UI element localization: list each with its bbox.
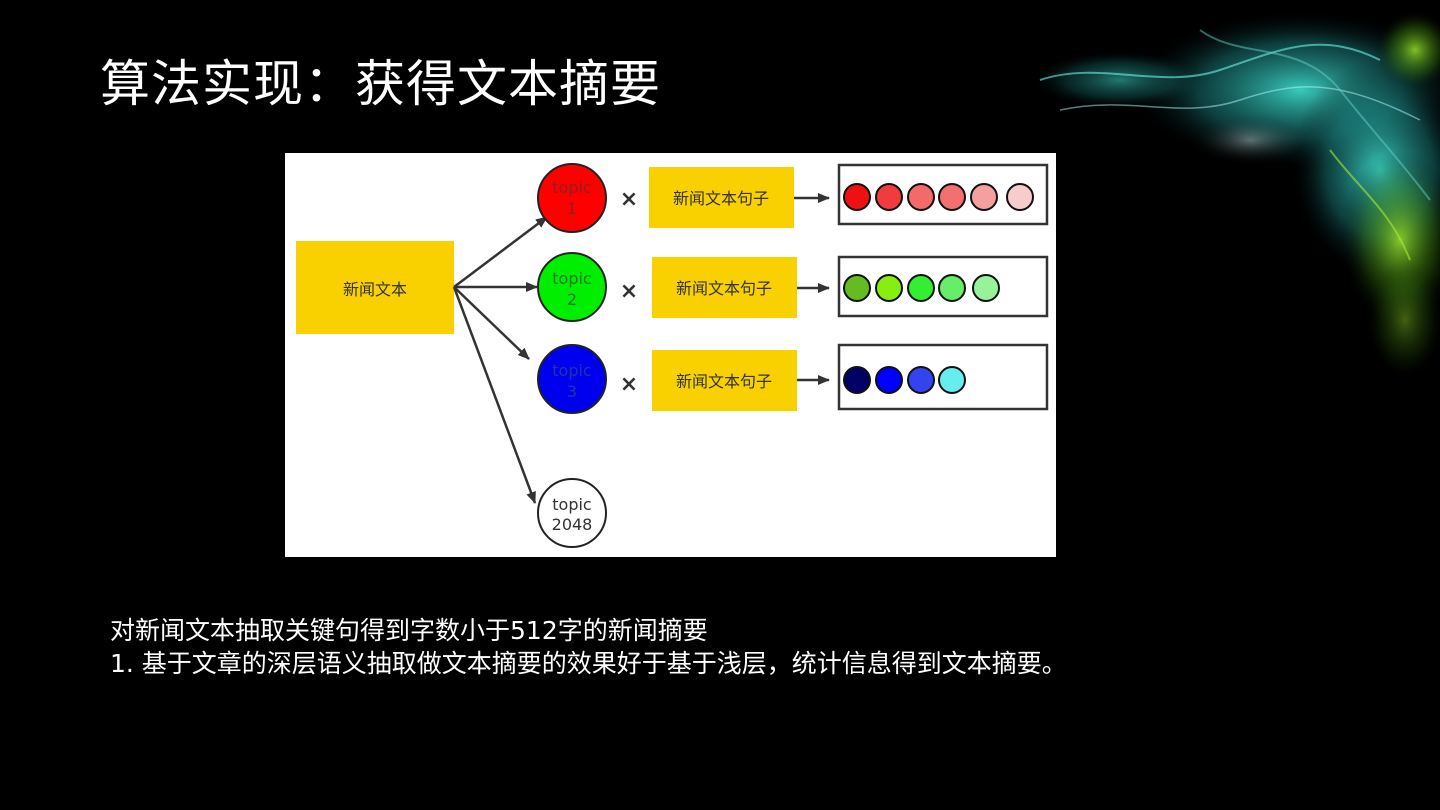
slide-title: 算法实现：获得文本摘要 xyxy=(100,55,661,113)
topic-2-label-line1: topic xyxy=(552,269,591,288)
dot-1-5 xyxy=(970,183,998,211)
topic-1-label-line1: topic xyxy=(552,178,591,197)
notes: 对新闻文本抽取关键句得到字数小于512字的新闻摘要 1. 基于文章的深层语义抽取… xyxy=(110,614,1067,680)
dot-2-1 xyxy=(843,274,871,302)
dot-1-4 xyxy=(938,183,966,211)
topic-3-label-line1: topic xyxy=(552,361,591,380)
sentence-box-2 xyxy=(652,257,797,318)
news-text-label: 新闻文本 xyxy=(343,280,407,299)
note-line-2: 1. 基于文章的深层语义抽取做文本摘要的效果好于基于浅层，统计信息得到文本摘要。 xyxy=(110,649,1067,678)
topic-2048-label-line2: 2048 xyxy=(552,515,593,534)
note-line-1: 对新闻文本抽取关键句得到字数小于512字的新闻摘要 xyxy=(110,616,708,645)
topic-1-circle xyxy=(537,163,607,233)
topic-3-circle xyxy=(537,344,607,414)
dot-2-5 xyxy=(972,274,1000,302)
result-box-3 xyxy=(837,343,1049,411)
result-dots-1 xyxy=(843,183,1034,211)
topic-2-circle xyxy=(537,252,607,322)
sentence-label-3: 新闻文本句子 xyxy=(676,372,772,391)
sentence-label-2: 新闻文本句子 xyxy=(676,279,772,298)
result-dots-2 xyxy=(843,274,1000,302)
topic-1-label-line2: 1 xyxy=(567,199,577,218)
news-text-box xyxy=(296,241,454,334)
dot-3-2 xyxy=(875,366,903,394)
multiply-sign-1: × xyxy=(620,187,638,212)
multiply-sign-3: × xyxy=(620,372,638,397)
sentence-box-1 xyxy=(649,167,794,228)
arrow-to-topic-2048 xyxy=(452,286,537,504)
dot-1-1 xyxy=(843,183,871,211)
arrow-to-topic-3 xyxy=(453,286,530,360)
dot-3-4 xyxy=(938,366,966,394)
topic-2048-circle xyxy=(537,478,607,548)
multiply-sign-2: × xyxy=(620,279,638,304)
dot-2-3 xyxy=(907,274,935,302)
dot-2-2 xyxy=(875,274,903,302)
sentence-label-1: 新闻文本句子 xyxy=(673,189,769,208)
dot-1-6 xyxy=(1006,183,1034,211)
topic-2-label-line2: 2 xyxy=(567,290,577,309)
dot-3-1 xyxy=(843,366,871,394)
dot-1-2 xyxy=(875,183,903,211)
dot-1-3 xyxy=(907,183,935,211)
result-dots-3 xyxy=(843,366,966,394)
dot-3-3 xyxy=(907,366,935,394)
topic-2048-label-line1: topic xyxy=(552,495,591,514)
dot-2-4 xyxy=(938,274,966,302)
arrow-to-topic-1 xyxy=(453,216,548,288)
topic-3-label-line2: 3 xyxy=(567,382,577,401)
sentence-box-3 xyxy=(652,350,797,411)
topic-summary-diagram: 新闻文本 topic 1 × 新闻文本句子 xyxy=(285,153,1056,557)
diagram-canvas: 新闻文本 topic 1 × 新闻文本句子 xyxy=(296,163,1049,548)
